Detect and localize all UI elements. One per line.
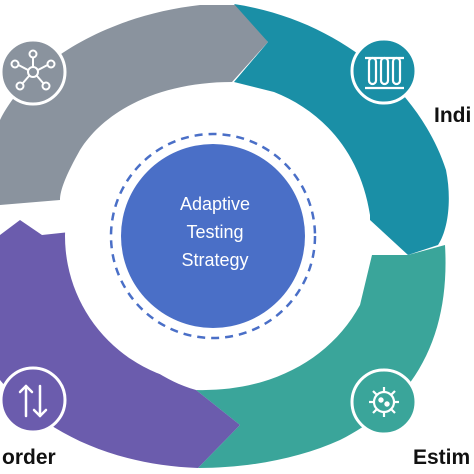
network-icon xyxy=(0,38,67,106)
test-tubes-icon xyxy=(350,37,418,105)
center-circle xyxy=(121,144,305,328)
center-title-line-2: Testing xyxy=(186,222,244,242)
center-title-line-1: Adaptive xyxy=(179,194,251,214)
segment-teal xyxy=(234,4,449,255)
up-down-arrows-icon xyxy=(0,366,67,434)
segment-gray xyxy=(0,5,268,205)
center-title: Adaptive Testing Strategy xyxy=(150,190,280,274)
center-title-line-3: Strategy xyxy=(181,250,249,270)
segment-green xyxy=(196,245,446,468)
label-bottom-left: order xyxy=(2,446,56,469)
label-top-right: Indi xyxy=(434,104,472,127)
virus-icon xyxy=(350,368,418,436)
dashed-ring xyxy=(109,132,317,340)
label-bottom-right: Estim xyxy=(413,446,471,469)
